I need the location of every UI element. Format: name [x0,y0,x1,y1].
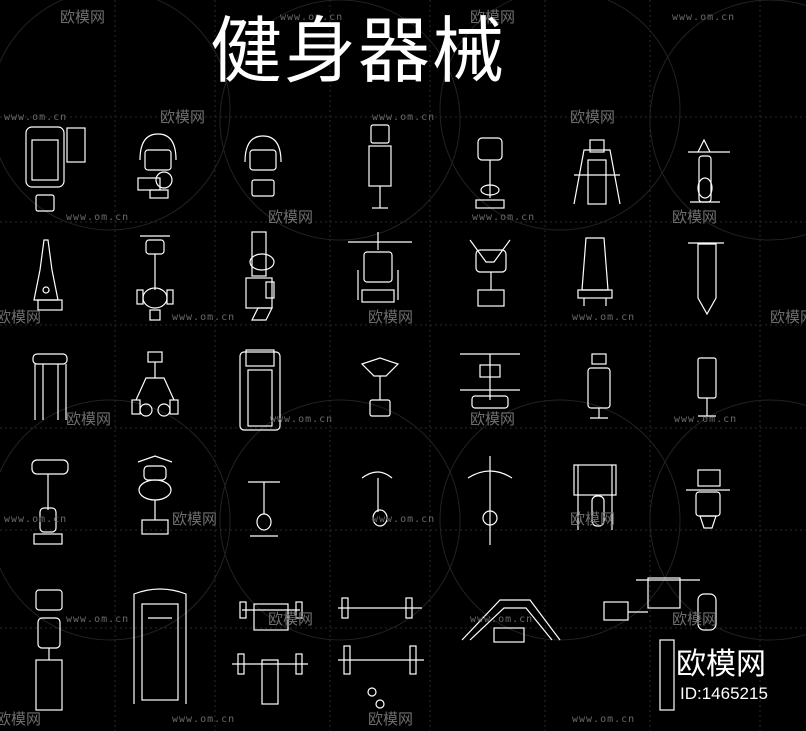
leg-press-icon [131,351,179,417]
watermark-brand: 欧模网 [570,108,616,126]
watermark-url: www.om.cn [172,312,236,323]
watermark-brand: 欧模网 [268,610,314,628]
watermark-brand: 欧模网 [470,410,516,428]
stepper-icon [368,124,392,209]
watermark-url: www.om.cn [270,414,334,425]
watermark-brand: 欧模网 [268,208,314,226]
watermark-url: www.om.cn [472,212,536,223]
multi-gym-icon [245,231,275,321]
upright-bike-icon [31,459,69,545]
watermark-url: www.om.cn [280,12,344,23]
curved-bench-icon [461,599,561,643]
page-title: 健身器械 [210,9,507,93]
incline-bench-icon [577,237,613,306]
barbell-icon [338,597,424,709]
stool-bike-icon [248,481,280,537]
pec-deck-icon [460,353,520,409]
short-bench-icon [587,353,611,419]
watermark-brand: 欧模网 [60,8,106,26]
treadmill-large-icon [133,588,187,704]
footer-brand: 欧模网 [676,647,766,682]
watermark-brand: 欧模网 [672,208,718,226]
cable-crossover-icon [348,232,412,303]
watermark-url: www.om.cn [66,614,130,625]
watermark-url: www.om.cn [372,514,436,525]
chest-fly-icon [469,239,511,307]
watermark-brand: 欧模网 [0,308,42,326]
watermark-brand: 欧模网 [368,308,414,326]
pulldown-station-icon [467,456,513,545]
watermark-brand: 欧模网 [770,308,806,326]
treadmill-topview-icon [25,126,86,212]
watermark-brand: 欧模网 [66,410,112,428]
press-station-icon [688,138,730,203]
watermark-brand: 欧模网 [368,710,414,728]
flat-bench-icon [688,242,724,316]
watermark-url: www.om.cn [470,614,534,625]
squat-rack-icon [32,353,68,420]
watermark-brand: 欧模网 [570,510,616,528]
treadmill-icon [239,349,281,431]
spin-bike-icon [475,137,505,209]
stationary-bike-icon [137,133,177,199]
watermark-brand: 欧模网 [470,8,516,26]
watermark-url: www.om.cn [674,414,738,425]
watermark-url: www.om.cn [4,514,68,525]
footer-id: ID:1465215 [680,684,768,703]
watermark-url: www.om.cn [572,714,636,725]
watermark-url: www.om.cn [172,714,236,725]
exercise-bike-icon [244,135,282,197]
elliptical-icon [136,235,174,321]
lat-tower-icon [573,139,621,205]
rowing-machine-icon [33,239,63,311]
watermark-brand: 欧模网 [160,108,206,126]
watermark-url: www.om.cn [372,112,436,123]
shoulder-press-icon [686,469,730,529]
barbell-rack-icon [232,601,308,705]
ab-station-icon [360,357,400,417]
narrow-bench-icon [697,357,717,417]
recumbent-bike-icon [137,455,173,535]
weight-bench-icon [35,589,63,711]
smith-machine-icon [573,464,617,530]
watermark-url: www.om.cn [4,112,68,123]
watermark-url: www.om.cn [672,12,736,23]
watermark-brand: 欧模网 [0,710,42,728]
curl-bench-icon [361,471,393,527]
watermark-url: www.om.cn [66,212,130,223]
combo-station-icon [603,577,717,711]
watermark-brand: 欧模网 [672,610,718,628]
watermark-brand: 欧模网 [172,510,218,528]
watermark-url: www.om.cn [572,312,636,323]
